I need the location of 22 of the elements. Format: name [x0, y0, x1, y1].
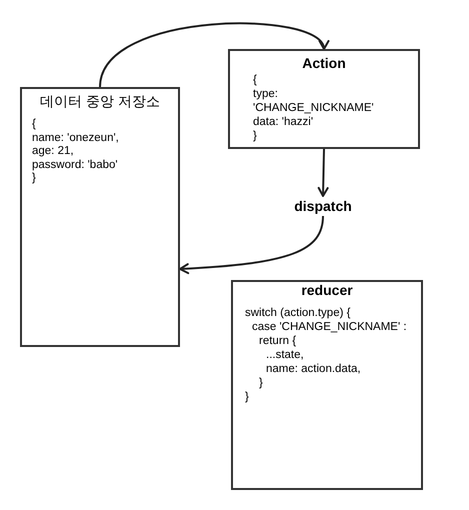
code-line: name: 'onezeun',	[32, 132, 119, 145]
code-line: }	[259, 376, 263, 390]
code-line: name: action.data,	[266, 362, 361, 376]
code-line: {	[32, 118, 36, 132]
code-line: switch (action.type) {	[245, 306, 350, 320]
arrow	[318, 148, 329, 197]
code-line: ...state,	[266, 348, 304, 362]
code-line: return {	[259, 334, 296, 348]
code-line: password: 'babo'	[32, 158, 118, 172]
content-box	[20, 87, 180, 347]
code-line: age: 21,	[32, 145, 74, 158]
arrow	[179, 216, 324, 274]
content-box	[231, 280, 423, 490]
code-line: case 'CHANGE_NICKNAME' :	[252, 320, 407, 334]
code-line: data: 'hazzi'	[253, 115, 314, 129]
box-title: reducer	[301, 281, 353, 300]
code-line: }	[253, 129, 257, 143]
content-box	[228, 49, 420, 149]
code-line: }	[32, 172, 36, 186]
box-title: 데이터 중앙 저장소	[40, 92, 160, 111]
node-label: dispatch	[294, 196, 352, 216]
code-line: }	[245, 390, 249, 404]
